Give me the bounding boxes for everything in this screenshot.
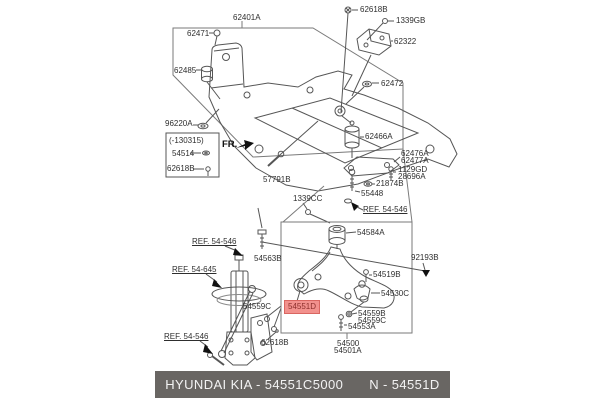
bolt-icon (388, 166, 396, 180)
washer-icon (345, 80, 379, 105)
part-label-54501A[interactable]: 54501A (334, 346, 362, 355)
pointer-line-92193B (261, 241, 430, 277)
part-label-62322[interactable]: 62322 (394, 37, 417, 46)
bolt-icon (340, 6, 358, 113)
ref-label-54-546-right[interactable]: REF. 54-546 (363, 205, 408, 214)
ref-label-54-546-bottom[interactable]: REF. 54-546 (164, 332, 209, 341)
control-arm-drawing (297, 225, 395, 309)
footer-part-bar: HYUNDAI KIA - 54551C5000 N - 54551D (155, 371, 450, 398)
part-label-92193B[interactable]: 92193B (411, 253, 439, 262)
footer-part-number: N - 54551D (369, 377, 440, 392)
part-label-28696A[interactable]: 28696A (398, 172, 426, 181)
part-label-54519B[interactable]: 54519B (373, 270, 401, 279)
bolt-icon (302, 202, 331, 224)
nut-icon (345, 310, 358, 318)
part-label-54514[interactable]: 54514 (172, 149, 195, 158)
part-label-54500[interactable]: 54500 (337, 339, 360, 348)
ref-arrow-icon (199, 245, 243, 354)
part-label-62477A[interactable]: 62477A (401, 156, 429, 165)
part-label-62401A[interactable]: 62401A (233, 13, 261, 22)
stabilizer-link-drawing (207, 285, 256, 366)
part-label-54530C[interactable]: 54530C (381, 289, 410, 298)
part-label-62466A[interactable]: 62466A (365, 132, 393, 141)
part-label-54584A[interactable]: 54584A (357, 228, 385, 237)
washer-icon (363, 181, 375, 187)
crossmember-drawing (208, 42, 458, 192)
part-label-62471[interactable]: 62471 (187, 29, 210, 38)
bracket-icon (351, 28, 393, 97)
part-label-1129GD[interactable]: 1129GD (398, 165, 428, 174)
projection-lines (282, 148, 413, 223)
part-label-54559C-right[interactable]: 54559C (358, 316, 387, 325)
ref-label-54-546-strut[interactable]: REF. 54-546 (192, 237, 237, 246)
bolt-icon (348, 168, 361, 193)
bolt-icon (363, 269, 372, 282)
part-label-57791B[interactable]: 57791B (263, 175, 291, 184)
part-label-21874B[interactable]: 21874B (376, 179, 404, 188)
bushing-icon (293, 278, 309, 302)
fr-direction-label: FR. (222, 139, 238, 150)
nut-icons (264, 305, 282, 340)
footer-catalog-number: HYUNDAI KIA - 54551C5000 (165, 377, 344, 392)
bolt-icon (366, 18, 394, 41)
control-arm-box (280, 221, 413, 339)
bushing-icon (196, 65, 221, 100)
part-label-55448[interactable]: 55448 (361, 189, 384, 198)
strut-drawing (211, 254, 273, 366)
washer-icon (193, 108, 220, 130)
part-label-54559B[interactable]: 54559B (358, 309, 386, 318)
part-label-54563B[interactable]: 54563B (254, 254, 282, 263)
ball-joint-icon (350, 280, 380, 313)
part-label-62476A[interactable]: 62476A (401, 149, 429, 158)
variant-box (165, 132, 220, 178)
variant-date-label: (-130315) (169, 136, 204, 145)
fr-direction-arrow-icon (236, 140, 254, 150)
bushing-icon (341, 115, 364, 158)
bolt-icon (267, 120, 319, 167)
part-label-62618B-bottom[interactable]: 62618B (261, 338, 289, 347)
part-label-62485[interactable]: 62485 (174, 66, 197, 75)
part-label-54559C-left[interactable]: 54559C (243, 302, 272, 311)
part-label-54553A[interactable]: 54553A (348, 322, 376, 331)
highlighted-part-label-54551D[interactable]: 54551D (284, 300, 321, 314)
part-label-1339GB[interactable]: 1339GB (396, 16, 426, 25)
part-label-1339CC[interactable]: 1339CC (293, 194, 323, 203)
part-label-62618B-variant[interactable]: 62618B (167, 164, 195, 173)
part-label-96220A[interactable]: 96220A (165, 119, 193, 128)
bolt-icon (209, 29, 221, 46)
bolt-icon (338, 314, 347, 331)
ref-arrow-icon (344, 198, 364, 211)
part-label-62618B-top[interactable]: 62618B (360, 5, 388, 14)
part-label-62472[interactable]: 62472 (381, 79, 404, 88)
ref-label-54-645[interactable]: REF. 54-645 (172, 265, 217, 274)
